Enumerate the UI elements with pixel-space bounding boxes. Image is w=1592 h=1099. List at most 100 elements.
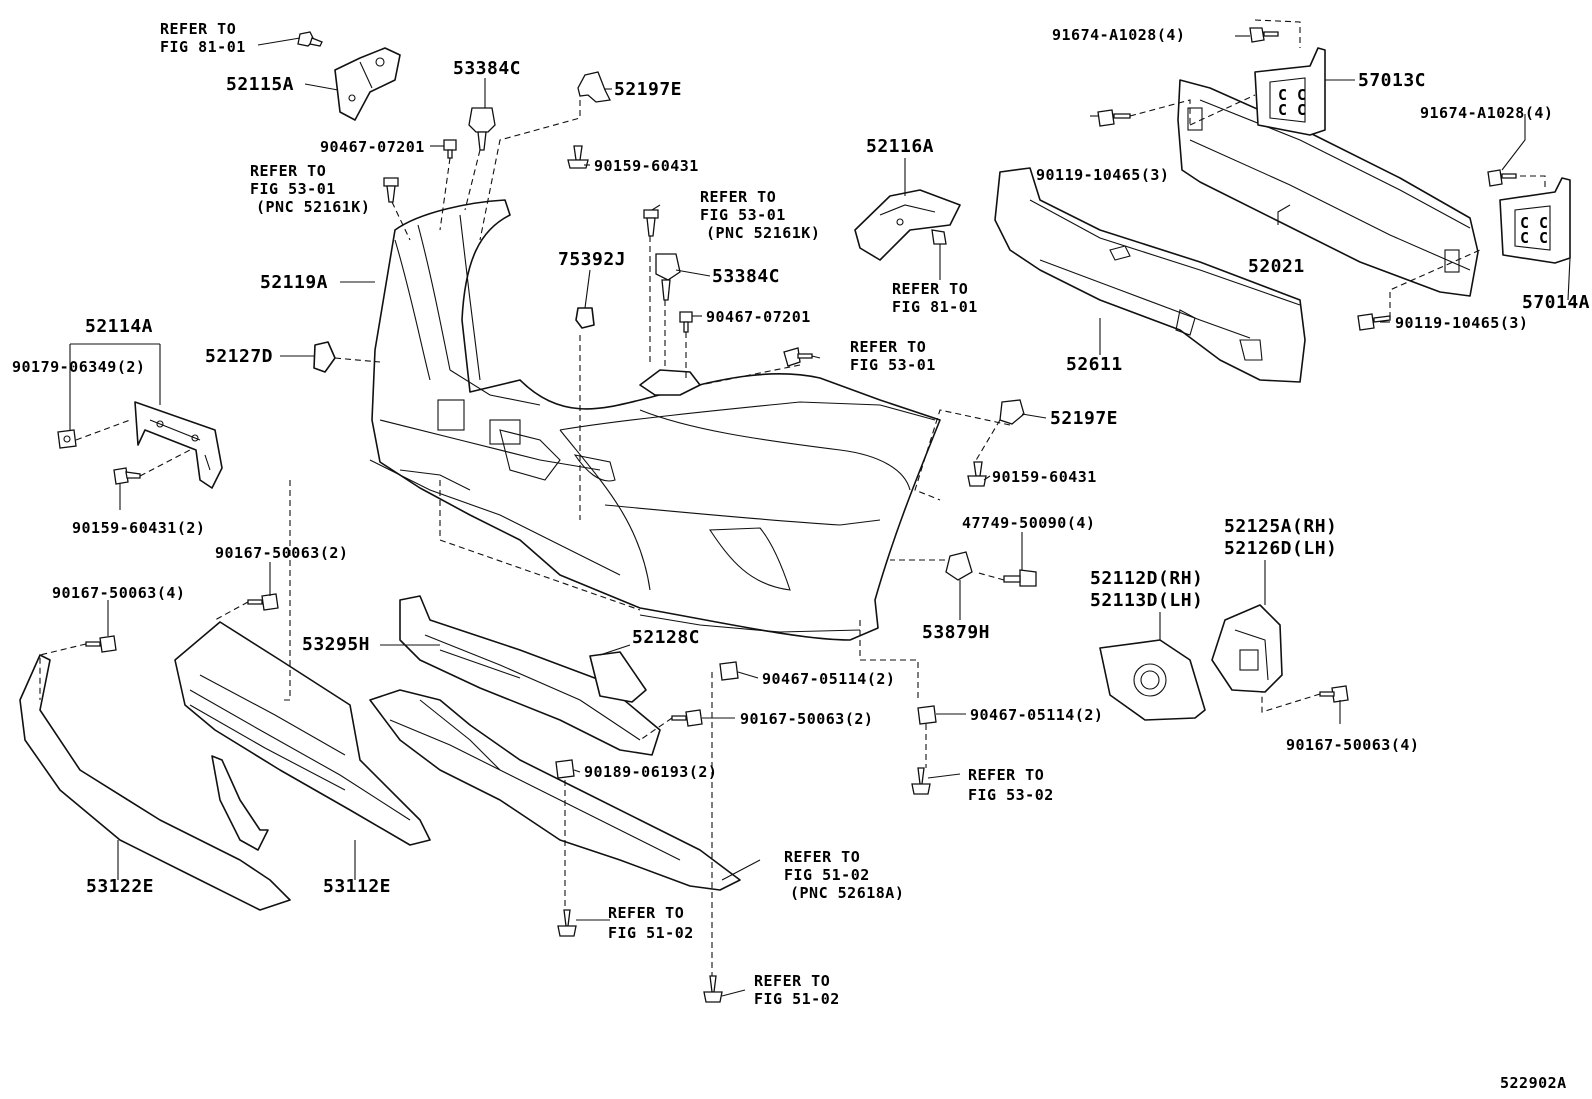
ref-fig53-mid-line3: (PNC 52161K)	[706, 224, 820, 242]
ref-fig5102-b-line1: REFER TO	[608, 904, 684, 922]
bracket-57014A: C C C C	[1499, 177, 1571, 264]
label-90467-05114-b: 90467-05114(2)	[970, 706, 1103, 724]
nut-icon	[719, 661, 739, 681]
reference-notes: REFER TO FIG 81-01 REFER TO FIG 53-01 (P…	[160, 20, 1054, 1008]
bolt-icon	[931, 229, 947, 245]
bolt-icon	[671, 709, 703, 727]
ref-fig53-right-line2: FIG 53-01	[850, 356, 936, 374]
label-53384C-top: 53384C	[453, 58, 521, 79]
clip-52197E-top	[577, 71, 611, 103]
ref-fig5102-c-line1: REFER TO	[754, 972, 830, 990]
ref-fig53-left-line1: REFER TO	[250, 162, 326, 180]
figure-code: 522902A	[1500, 1074, 1567, 1092]
label-52021: 52021	[1248, 256, 1305, 277]
label-47749-50090: 47749-50090(4)	[962, 514, 1095, 532]
bracket-75392J	[575, 307, 595, 329]
ref-fig53-left-line3: (PNC 52161K)	[256, 198, 370, 216]
label-90167-50063-2-mid: 90167-50063(2)	[740, 710, 873, 728]
ref-fig5102-a-line1: REFER TO	[784, 848, 860, 866]
svg-text:C C: C C	[1520, 229, 1549, 247]
label-57013C: 57013C	[1358, 70, 1426, 91]
nut-icon	[555, 759, 575, 779]
label-90119-10465-left: 90119-10465(3)	[1036, 166, 1169, 184]
screw-icon	[557, 909, 577, 937]
label-91674-A1028-right: 91674-A1028(4)	[1420, 104, 1553, 122]
bolt-icon	[85, 635, 117, 653]
svg-text:C C: C C	[1278, 101, 1307, 119]
screw-icon	[567, 145, 589, 169]
license-plate-bracket	[134, 401, 223, 489]
fog-bracket	[1211, 604, 1283, 693]
label-90179-06349: 90179-06349(2)	[12, 358, 145, 376]
ref-fig53-mid-line2: FIG 53-01	[700, 206, 786, 224]
label-52197E-top: 52197E	[614, 79, 682, 100]
label-90159-60431-2: 90159-60431(2)	[72, 519, 205, 537]
clip-icon	[643, 209, 659, 237]
ref-fig5102-b-line2: FIG 51-02	[608, 924, 694, 942]
nut-icon	[57, 429, 77, 449]
svg-text:C C: C C	[1520, 214, 1549, 232]
label-53122E: 53122E	[86, 876, 154, 897]
grille-53112E	[174, 621, 431, 846]
clip-52197E-right	[999, 399, 1025, 425]
label-53295H: 53295H	[302, 634, 370, 655]
nut-icon	[917, 705, 937, 725]
bumper-cover	[369, 199, 941, 641]
bolt-icon	[1249, 27, 1279, 43]
clip-icon	[383, 177, 399, 203]
assembly-lines	[39, 19, 1546, 976]
label-90159-60431-top: 90159-60431	[594, 157, 699, 175]
ref-fig5102-a-line3: (PNC 52618A)	[790, 884, 904, 902]
screw-icon	[911, 767, 931, 795]
label-91674-A1028-top: 91674-A1028(4)	[1052, 26, 1185, 44]
bolt-icon	[247, 593, 279, 611]
label-52112D-rh: 52112D(RH)	[1090, 568, 1203, 589]
screw-icon	[113, 467, 141, 485]
label-52116A: 52116A	[866, 136, 934, 157]
label-75392J: 75392J	[558, 249, 626, 270]
label-90159-60431-right: 90159-60431	[992, 468, 1097, 486]
screw-icon	[967, 461, 987, 487]
bolt-icon	[679, 311, 693, 333]
bolt-icon	[1487, 169, 1517, 187]
retainer-53879H	[945, 551, 973, 581]
label-52115A: 52115A	[226, 74, 294, 95]
clip-53384C-mid	[655, 253, 681, 301]
ref-fig53-right-line1: REFER TO	[850, 338, 926, 356]
ref-fig5102-c-line2: FIG 51-02	[754, 990, 840, 1008]
ref-fig5102-a-line2: FIG 51-02	[784, 866, 870, 884]
label-53112E: 53112E	[323, 876, 391, 897]
label-90167-50063-4-right: 90167-50063(4)	[1286, 736, 1419, 754]
retainer-53295H	[399, 595, 661, 756]
cap-52128C	[589, 651, 647, 703]
bracket-57013C: C C C C	[1254, 47, 1326, 136]
label-52128C: 52128C	[632, 627, 700, 648]
label-90167-50063-4-left: 90167-50063(4)	[52, 584, 185, 602]
label-53879H: 53879H	[922, 622, 990, 643]
ref-fig81-top-line2: FIG 81-01	[160, 38, 246, 56]
leader-lines	[69, 35, 1571, 997]
svg-text:C C: C C	[1278, 86, 1307, 104]
clip-icon	[1003, 569, 1037, 587]
reinforcement-52021	[1177, 79, 1479, 297]
ref-fig5302-line2: FIG 53-02	[968, 786, 1054, 804]
label-90467-07201-left: 90467-07201	[320, 138, 425, 156]
label-52127D: 52127D	[205, 346, 273, 367]
ref-fig5302-line1: REFER TO	[968, 766, 1044, 784]
cap-52127D	[313, 341, 336, 373]
label-90467-07201-mid: 90467-07201	[706, 308, 811, 326]
label-57014A: 57014A	[1522, 292, 1590, 313]
bolt-icon	[443, 139, 457, 159]
ref-fig81-top-line1: REFER TO	[160, 20, 236, 38]
bracket-52115A	[334, 47, 401, 121]
label-90467-05114-a: 90467-05114(2)	[762, 670, 895, 688]
label-90119-10465-right: 90119-10465(3)	[1395, 314, 1528, 332]
clip-icon	[783, 347, 813, 367]
ref-fig81-mid-line1: REFER TO	[892, 280, 968, 298]
label-52125A-rh: 52125A(RH)	[1224, 516, 1337, 537]
bolt-icon	[1319, 685, 1349, 703]
ref-fig53-mid-line1: REFER TO	[700, 188, 776, 206]
bracket-52116A	[854, 189, 961, 261]
label-53384C-mid: 53384C	[712, 266, 780, 287]
